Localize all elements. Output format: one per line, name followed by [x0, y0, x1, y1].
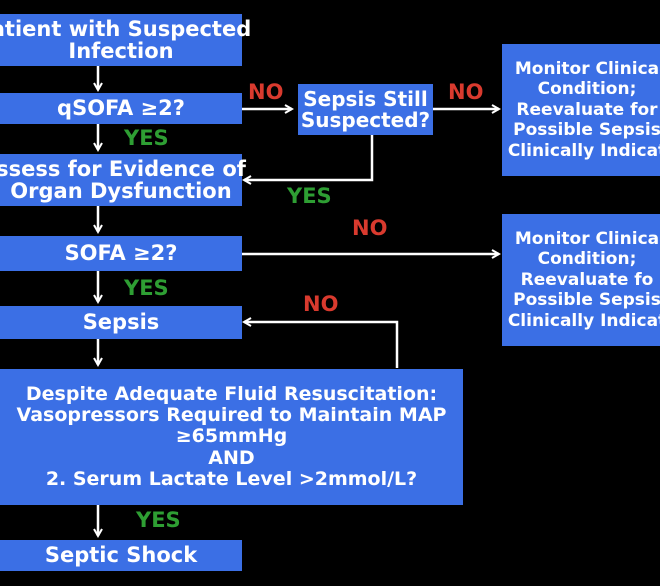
monitor2-line-2: Condition; [537, 249, 637, 270]
yes-label-still: YES [287, 184, 332, 208]
monitor2-line-1: Monitor Clinica [514, 229, 660, 250]
despite-line-5: 2. Serum Lactate Level >2mmol/L? [45, 467, 418, 490]
patient-line-1: atient with Suspected [0, 16, 252, 41]
qsofa-box: qSOFA ≥2? [0, 93, 242, 124]
still-line-1: Sepsis Still [303, 86, 428, 111]
monitor1-line-4: Possible Sepsis [513, 120, 660, 141]
patient-line-2: Infection [68, 39, 174, 63]
sofa-label: SOFA ≥2? [64, 241, 178, 266]
monitor2-line-5: Clinically Indicat [507, 310, 660, 331]
assess-line-1: ssess for Evidence of [0, 156, 246, 181]
still-line-2: Suspected? [300, 107, 431, 132]
despite-box: Despite Adequate Fluid Resuscitation: Va… [0, 369, 463, 505]
despite-line-3: ≥65mmHg [175, 425, 288, 448]
monitor-box-1: Monitor Clinica Condition; Reevaluate fo… [502, 44, 660, 176]
despite-line-4: AND [208, 446, 255, 469]
monitor-box-2: Monitor Clinica Condition; Reevaluate fo… [502, 214, 660, 346]
assess-line-2: Organ Dysfunction [10, 179, 232, 203]
sofa-box: SOFA ≥2? [0, 236, 242, 271]
monitor2-line-4: Possible Sepsis [513, 290, 660, 311]
qsofa-label: qSOFA ≥2? [57, 96, 185, 121]
septic-shock-box: Septic Shock [0, 540, 242, 571]
arrow-still-to-assess [244, 135, 374, 180]
despite-line-1: Despite Adequate Fluid Resuscitation: [25, 382, 438, 405]
no-label-sofa: NO [352, 216, 388, 240]
monitor1-line-1: Monitor Clinica [514, 59, 660, 80]
yes-label-sofa: YES [124, 276, 169, 300]
sepsis-label: Sepsis [82, 310, 160, 335]
no-label-despite: NO [303, 292, 339, 316]
patient-box: atient with Suspected Infection [0, 14, 251, 66]
monitor2-line-3: Reevaluate fo [520, 269, 654, 290]
monitor1-line-3: Reevaluate for [516, 99, 658, 120]
sepsis-box: Sepsis [0, 306, 242, 339]
yes-label-qsofa: YES [124, 126, 169, 150]
assess-box: ssess for Evidence of Organ Dysfunction [0, 154, 246, 206]
septic-shock-label: Septic Shock [44, 543, 198, 568]
despite-line-2: Vasopressors Required to Maintain MAP [16, 404, 447, 427]
no-label-qsofa: NO [248, 80, 284, 104]
yes-label-despite: YES [136, 508, 181, 532]
sepsis-still-box: Sepsis Still Suspected? [298, 84, 433, 135]
arrow-despite-to-sepsis [244, 322, 399, 368]
monitor1-line-2: Condition; [537, 79, 637, 100]
no-label-still: NO [448, 80, 484, 104]
monitor1-line-5: Clinically Indicat [507, 140, 660, 161]
